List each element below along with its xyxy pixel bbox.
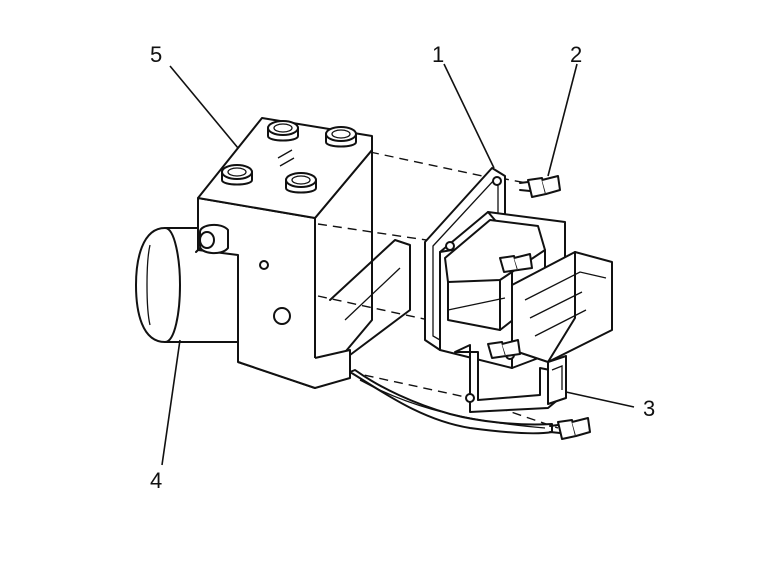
hydraulic-modulator-block-icon <box>195 117 411 389</box>
mounting-bolt-icon <box>499 253 533 273</box>
leader-lines <box>161 63 635 466</box>
callout-2: 2 <box>570 42 582 67</box>
pump-motor-cylinder-icon <box>135 227 241 343</box>
callout-4: 4 <box>150 468 162 493</box>
callout-5: 5 <box>150 42 162 67</box>
brake-line-ports <box>221 120 357 194</box>
mounting-bolt-icon <box>519 175 561 198</box>
callout-1: 1 <box>432 42 444 67</box>
mounting-bolt-icon <box>487 339 521 359</box>
mounting-bolt-icon <box>549 417 591 440</box>
callout-3: 3 <box>643 396 655 421</box>
